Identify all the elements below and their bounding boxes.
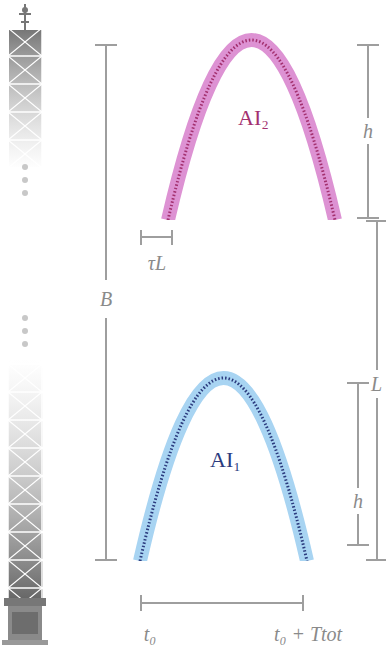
dimension-brackets — [95, 45, 386, 611]
time-delay-label: τL — [147, 253, 167, 273]
start-time-label: t₀ — [143, 624, 158, 644]
height-dimension: h — [352, 491, 364, 511]
trajectory-band: AI₁ — [133, 371, 314, 561]
interferometer-label: AI₂ — [238, 107, 269, 129]
separation-dimension: L — [370, 374, 383, 394]
end-time-label: t₀ + Ttot — [273, 624, 343, 644]
height-dimension: h — [362, 121, 374, 141]
baseline-dimension: B — [99, 289, 113, 309]
tower-illustration — [2, 4, 48, 645]
interferometer-label: AI₁ — [210, 449, 241, 471]
trajectory-band: AI₂ — [161, 33, 342, 220]
